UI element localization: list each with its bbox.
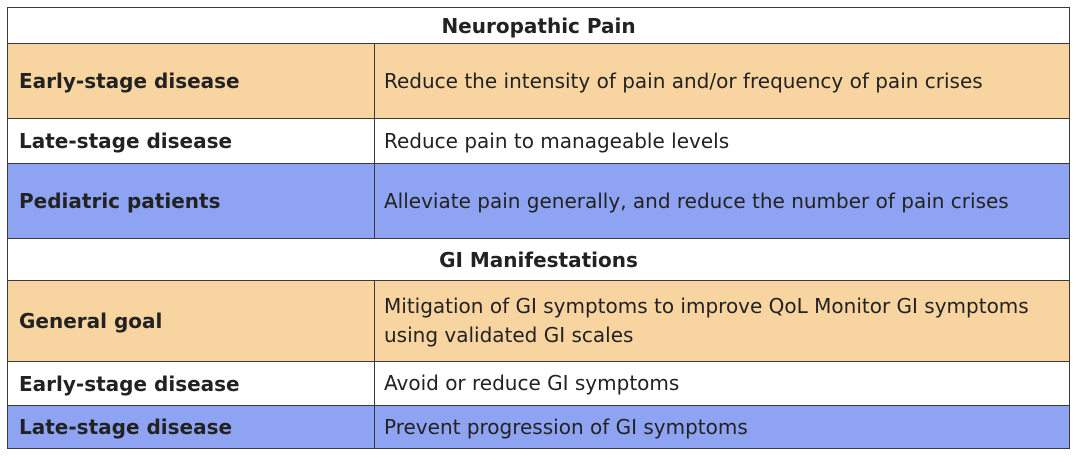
row-label: General goal	[7, 280, 375, 362]
table-row: Pediatric patients Alleviate pain genera…	[7, 163, 1071, 239]
row-description: Reduce pain to manageable levels	[373, 118, 1071, 164]
section-title: Neuropathic Pain	[6, 7, 1071, 44]
table-row: Early-stage disease Reduce the intensity…	[7, 43, 1071, 119]
section-header-row: GI Manifestations	[6, 238, 1071, 281]
row-description: Mitigation of GI symptoms to improve QoL…	[373, 280, 1071, 362]
row-description: Prevent progression of GI symptoms	[373, 405, 1071, 449]
row-description: Alleviate pain generally, and reduce the…	[373, 163, 1071, 239]
row-label: Late-stage disease	[7, 405, 375, 449]
section-title: GI Manifestations	[6, 238, 1071, 281]
section-header-row: Neuropathic Pain	[6, 7, 1071, 44]
row-label: Early-stage disease	[7, 361, 375, 406]
table-row: Early-stage disease Avoid or reduce GI s…	[7, 361, 1071, 406]
row-label: Pediatric patients	[7, 163, 375, 239]
table-row: Late-stage disease Prevent progression o…	[7, 405, 1071, 449]
row-label: Early-stage disease	[7, 43, 375, 119]
row-description: Avoid or reduce GI symptoms	[373, 361, 1071, 406]
table-row: General goal Mitigation of GI symptoms t…	[7, 280, 1071, 362]
table-row: Late-stage disease Reduce pain to manage…	[7, 118, 1071, 164]
row-label: Late-stage disease	[7, 118, 375, 164]
goals-table: Neuropathic Pain Early-stage disease Red…	[6, 7, 1071, 449]
row-description: Reduce the intensity of pain and/or freq…	[373, 43, 1071, 119]
